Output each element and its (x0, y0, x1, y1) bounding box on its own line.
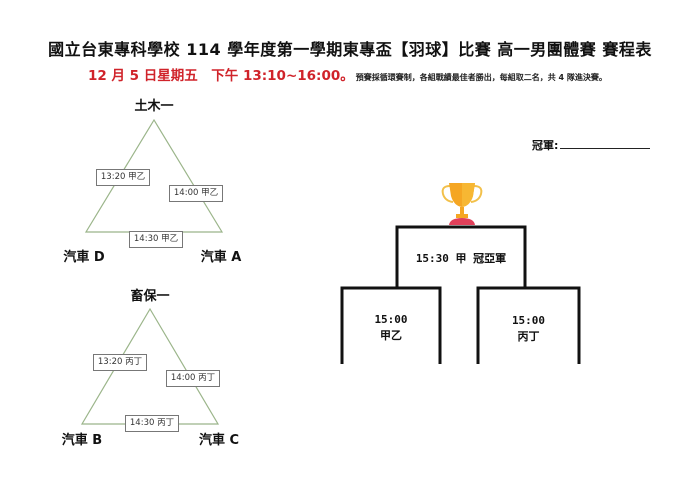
semi-right-time: 15:00 (511, 314, 546, 327)
team-right-group1: 汽車 A (200, 250, 242, 265)
champion-blank (560, 138, 651, 149)
team-top-group1: 土木一 (134, 99, 174, 114)
champion-label: 冠軍: (532, 139, 559, 152)
match-box-group2-right: 14:00 丙丁 (166, 370, 220, 387)
match-box-group1-bottom: 14:30 甲乙 (129, 231, 183, 248)
match-box-group2-left: 13:20 丙丁 (93, 354, 147, 371)
champion-field: 冠軍: (532, 137, 651, 153)
page-title: 國立台東專科學校 114 學年度第一學期東專盃【羽球】比賽 高一男團體賽 賽程表 (48, 40, 652, 59)
schedule-subtitle: 12 月 5 日星期五 下午 13:10~16:00。預賽採循環賽制，各組戰績最… (88, 64, 607, 84)
semi-right-teams: 丙丁 (517, 330, 540, 343)
event-date-time: 12 月 5 日星期五 下午 13:10~16:00。 (88, 68, 354, 84)
trophy-icon (441, 183, 483, 225)
semi-left-time: 15:00 (374, 313, 408, 326)
match-box-group1-right: 14:00 甲乙 (169, 185, 223, 202)
team-top-group2: 畜保一 (130, 289, 170, 304)
team-right-group2: 汽車 C (198, 433, 240, 448)
rules-note: 預賽採循環賽制，各組戰績最佳者勝出，每組取二名，共 4 隊進決賽。 (355, 73, 607, 82)
team-left-group2: 汽車 B (61, 433, 103, 448)
match-box-group1-left: 13:20 甲乙 (96, 169, 150, 186)
match-box-group2-bottom: 14:30 丙丁 (125, 415, 179, 432)
semi-left-teams: 甲乙 (380, 329, 402, 342)
final-match-label: 15:30 甲 冠亞軍 (415, 252, 507, 265)
team-left-group1: 汽車 D (63, 250, 105, 265)
finals-bracket (340, 225, 581, 364)
